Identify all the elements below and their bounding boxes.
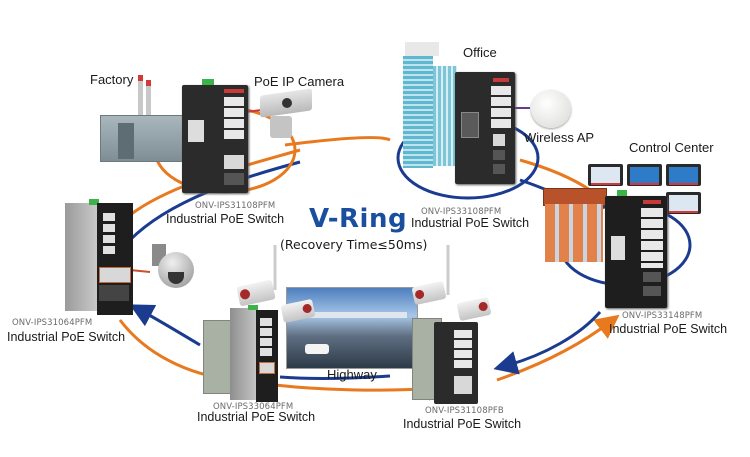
factory-building — [100, 75, 192, 165]
switch-model-ips31108pfm: ONV-IPS31108PFM — [195, 201, 276, 211]
switch-ips31108pfb — [434, 322, 478, 404]
switch-model-ips31064pfm: ONV-IPS31064PFM — [12, 318, 93, 328]
poe-ip-camera-icon — [256, 88, 312, 138]
diagram-subtitle: (Recovery Time≤50ms) — [280, 237, 428, 252]
switch-type-ips33108pfm: Industrial PoE Switch — [411, 216, 530, 230]
poe-camera-label: PoE IP Camera — [254, 74, 345, 89]
control-center-building — [543, 188, 607, 264]
switch-model-ips33148pfm: ONV-IPS33148PFM — [622, 311, 703, 321]
highway-toll-image — [286, 287, 418, 369]
switch-model-ips31108pfb: ONV-IPS31108PFB — [425, 406, 504, 416]
switch-type-ips31108pfb: Industrial PoE Switch — [403, 417, 522, 431]
dome-cable — [129, 269, 151, 273]
highway-label: Highway — [327, 367, 377, 382]
switch-model-ips33064pfm: ONV-IPS33064PFM — [213, 402, 294, 412]
switch-type-ips31108pfm: Industrial PoE Switch — [166, 212, 285, 226]
switch-ips31108pfm — [182, 79, 248, 193]
dome-camera-icon — [150, 244, 196, 292]
switch-ips31064pfm — [65, 199, 133, 315]
switch-type-ips31064pfm: Industrial PoE Switch — [7, 330, 126, 344]
diagram-title: V-Ring — [309, 204, 408, 234]
switch-ips33108pfm — [455, 72, 515, 184]
office-label: Office — [463, 45, 497, 60]
monitor-wall-icon — [588, 164, 728, 220]
wireless-ap-label: Wireless AP — [524, 130, 595, 145]
office-building — [403, 42, 463, 172]
switch-model-ips33108pfm: ONV-IPS33108PFM — [421, 207, 502, 217]
switch-ips33148pfm — [605, 190, 667, 308]
switch-type-ips33148pfm: Industrial PoE Switch — [609, 322, 728, 336]
factory-label: Factory — [90, 72, 134, 87]
switch-ips33064pfm — [230, 305, 278, 402]
switch-type-ips33064pfm: Industrial PoE Switch — [197, 410, 316, 424]
wireless-ap-icon — [531, 90, 571, 128]
control-center-label: Control Center — [629, 140, 714, 155]
